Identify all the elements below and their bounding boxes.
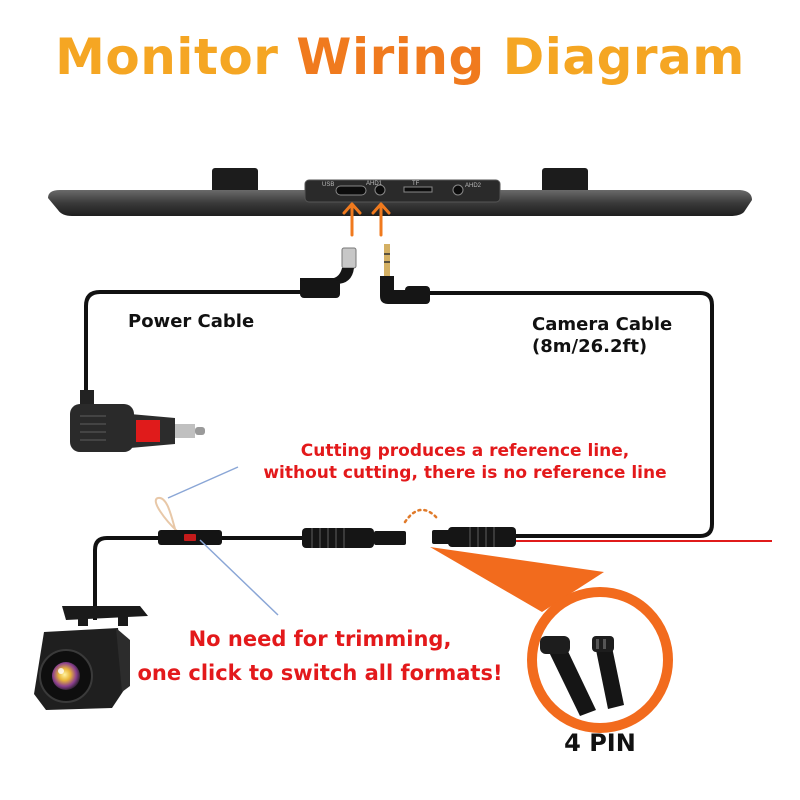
trimming-note-line1: No need for trimming, <box>188 627 452 651</box>
pin-zoom-callout <box>430 547 673 733</box>
car-charger-icon <box>70 390 205 452</box>
usb-port-label: USB <box>322 182 334 188</box>
title-word-diagram: Diagram <box>502 28 745 86</box>
av-plug-icon <box>380 244 430 304</box>
trim-pointer-line <box>199 539 279 616</box>
usb-arrow-icon <box>342 202 362 237</box>
switch-module-icon <box>158 530 222 545</box>
tf-slot-label: TF <box>412 181 420 187</box>
monitor-body <box>48 190 752 216</box>
ahd1-port-label: AHD1 <box>366 181 383 187</box>
camera-cable-length: (8m/26.2ft) <box>532 336 648 357</box>
ahd2-port-label: AHD2 <box>465 183 482 189</box>
cut-pointer-line <box>167 466 239 499</box>
cutting-note-line1: Cutting produces a reference line, <box>300 441 630 461</box>
title-word-monitor: Monitor <box>55 28 279 86</box>
tf-card-slot <box>403 186 433 193</box>
cutting-note-line2: without cutting, there is no reference l… <box>263 463 667 483</box>
male-connector-icon <box>302 528 406 548</box>
monitor-mount-clip-left <box>212 168 258 196</box>
usb-c-plug-icon <box>300 247 357 298</box>
4-pin-connector-icon <box>540 636 624 716</box>
pin-count-label: 4 PIN <box>564 729 636 757</box>
reference-line-loop-icon <box>154 497 179 533</box>
camera-cable-label-line1: Camera Cable <box>532 314 673 335</box>
av-arrow-icon <box>371 202 391 237</box>
title-word-wiring: Wiring <box>296 28 485 86</box>
power-cable <box>70 247 357 452</box>
trimming-note-line2: one click to switch all formats! <box>137 661 503 685</box>
ahd2-port <box>452 184 464 196</box>
ahd1-port <box>374 184 386 196</box>
camera-cable-label: Camera Cable (8m/26.2ft) <box>532 314 672 358</box>
camera-lead <box>93 497 406 620</box>
cutting-note: Cutting produces a reference line, witho… <box>205 440 725 484</box>
camera-cable <box>380 244 714 538</box>
insertion-arrows <box>342 202 391 237</box>
monitor-mount-clip-right <box>542 168 588 196</box>
power-cable-label: Power Cable <box>128 311 255 332</box>
female-connector-icon <box>432 527 516 547</box>
page-title: Monitor Wiring Diagram <box>0 28 800 86</box>
usb-port <box>335 185 367 196</box>
rear-camera-icon <box>34 606 148 710</box>
connect-arc-icon <box>403 508 439 524</box>
monitor: USB AHD1 TF AHD2 <box>48 168 752 216</box>
trimming-note: No need for trimming, one click to switc… <box>120 622 520 690</box>
